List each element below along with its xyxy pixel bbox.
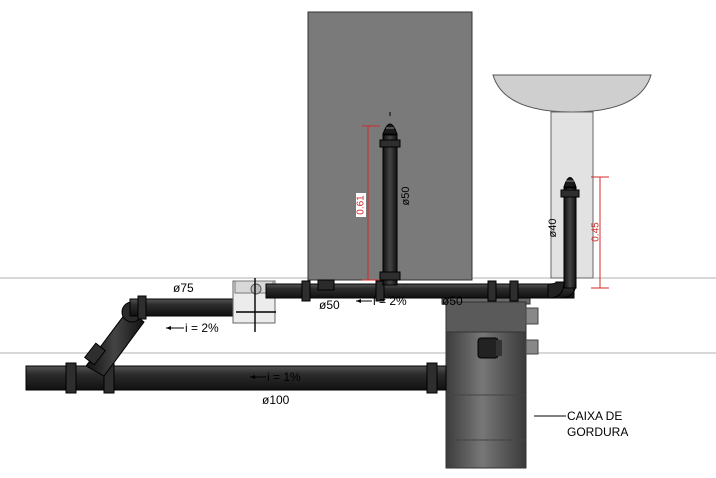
label-d100: ø100	[262, 393, 290, 407]
grease-box-inlet-ring	[496, 340, 502, 356]
pipe-d50-upper	[265, 283, 575, 299]
slope-arrow-middle-head	[166, 326, 171, 330]
pipe-joint	[375, 280, 385, 302]
pipe-d50-vertical	[382, 134, 398, 286]
pipe-elbow	[547, 281, 565, 299]
pipe-d50-branch	[317, 279, 335, 291]
label-slope-middle: i = 2%	[185, 321, 219, 335]
pipe-joint	[560, 189, 580, 198]
pipe-d100	[25, 365, 447, 391]
label-d50-vertical: ø50	[400, 187, 412, 206]
dimension-right	[591, 176, 609, 289]
label-slope-lower: i = 1%	[267, 370, 301, 384]
label-d50-right: ø50	[442, 294, 463, 308]
vent-cap-icon	[563, 177, 577, 188]
pipe-joint	[84, 342, 106, 366]
slope-arrow-upper-head	[356, 299, 361, 303]
grease-box-stub-lower	[525, 339, 539, 355]
pipe-joint	[301, 280, 311, 302]
label-d75: ø75	[173, 281, 194, 295]
pipe-joint	[426, 362, 438, 394]
dimension-right-label: 0.45	[591, 222, 602, 242]
pipe-joint	[379, 139, 401, 148]
pipe-elbow	[559, 281, 577, 299]
label-grease-box-line1: CAIXA DE	[567, 409, 622, 423]
label-d50-left: ø50	[319, 298, 340, 312]
dimension-left-label: 0.61	[356, 195, 367, 215]
pipe-joint	[379, 271, 401, 281]
pipe-d40-vertical	[563, 187, 577, 289]
sink-basin	[492, 74, 652, 113]
slope-arrow-lower-head	[250, 375, 255, 379]
label-slope-upper: i = 2%	[373, 294, 407, 308]
dimension-left	[362, 125, 380, 281]
grease-box-stub-upper	[525, 307, 539, 325]
dimension-left-label-bg	[356, 193, 366, 217]
label-grease-box-line2: GORDURA	[567, 425, 628, 439]
label-d40-vertical: ø40	[547, 219, 559, 238]
pipe-joint	[487, 280, 497, 302]
pipe-d75-diagonal	[85, 309, 145, 377]
grease-box-inlet	[477, 337, 499, 359]
pipe-joint	[509, 280, 519, 302]
pipe-joint	[137, 295, 147, 320]
pipe-joint	[65, 362, 77, 394]
vent-cap-icon	[382, 123, 398, 135]
floor-drain-outlet	[250, 283, 262, 295]
